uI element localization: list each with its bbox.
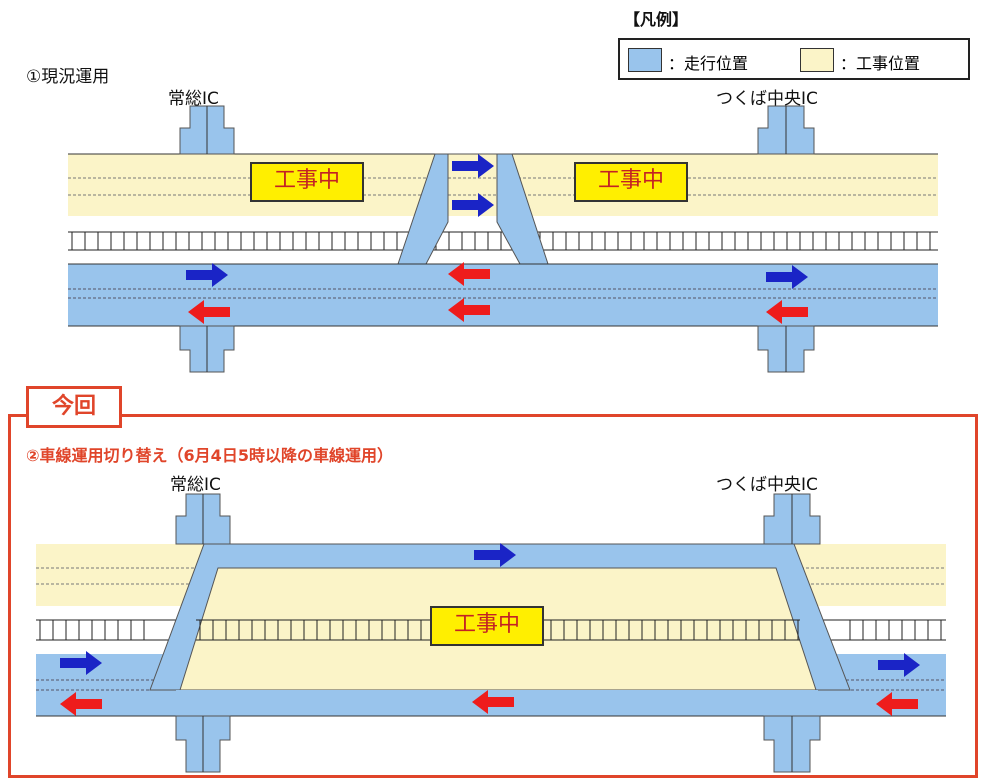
median-strip-1 — [68, 231, 938, 251]
section1-ic-right: つくば中央IC — [716, 89, 818, 109]
arrow-right — [766, 265, 808, 289]
crossover-1 — [397, 153, 549, 265]
badge-construction-center: 工事中 — [430, 606, 544, 646]
arrow-right — [474, 543, 516, 567]
badge-construction-left: 工事中 — [250, 162, 364, 202]
arrow-left — [448, 298, 490, 322]
current-tab: 今回 — [26, 386, 122, 428]
section2-title: ②車線運用切り替え（6月4日5時以降の車線運用） — [26, 446, 393, 465]
section2-ic-right: つくば中央IC — [716, 475, 818, 495]
arrow-right — [186, 263, 228, 287]
arrow-right — [878, 653, 920, 677]
arrow-right — [452, 154, 494, 178]
legend-construction-label: ：工事位置 — [840, 54, 921, 73]
legend: ：走行位置 ：工事位置 — [618, 38, 970, 80]
current-section-frame — [8, 414, 978, 778]
arrow-left — [472, 690, 514, 714]
arrow-right — [452, 193, 494, 217]
arrow-left — [448, 262, 490, 286]
section1-title: ①現況運用 — [26, 67, 110, 87]
legend-running-swatch — [628, 48, 662, 72]
legend-construction-swatch — [800, 48, 834, 72]
arrow-left — [188, 300, 230, 324]
legend-title: 【凡例】 — [624, 10, 689, 29]
arrow-left — [60, 692, 102, 716]
legend-running-label: ：走行位置 — [668, 54, 749, 73]
section1-ic-left: 常総IC — [168, 89, 219, 109]
arrow-right — [60, 651, 102, 675]
arrow-left — [766, 300, 808, 324]
section2-ic-left: 常総IC — [170, 475, 221, 495]
badge-construction-right: 工事中 — [574, 162, 688, 202]
arrow-left — [876, 692, 918, 716]
